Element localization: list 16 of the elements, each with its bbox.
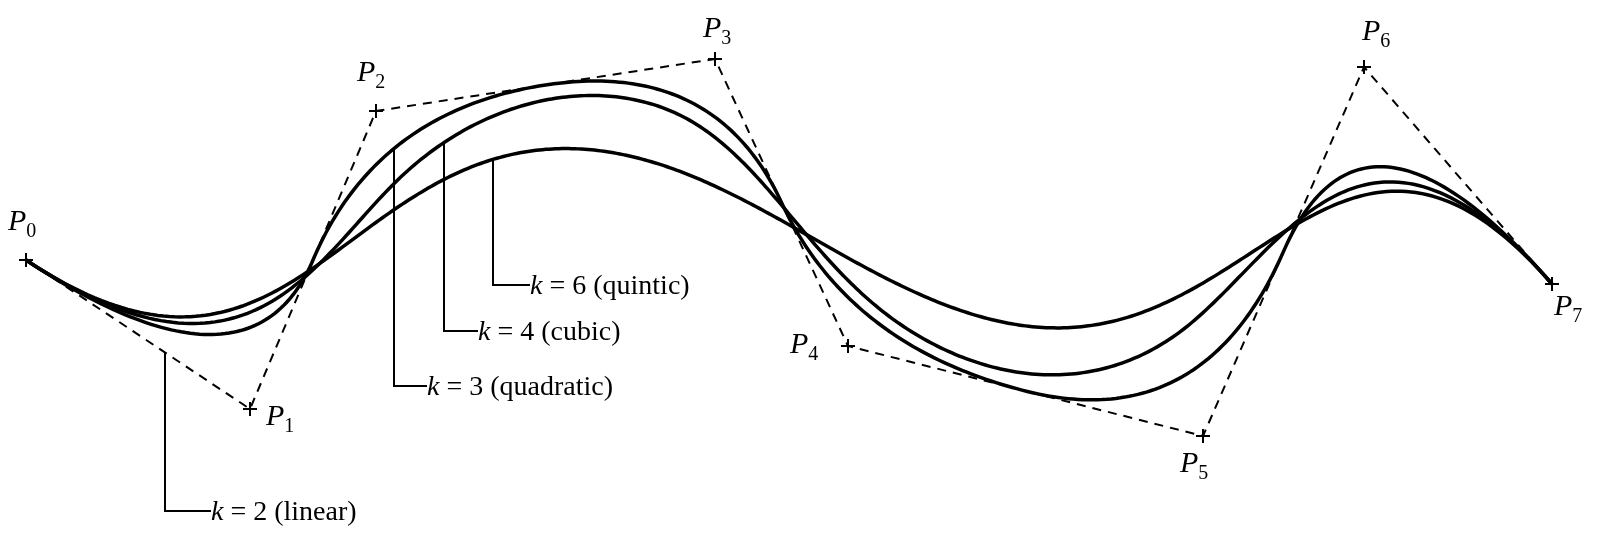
control-point-label: P$_{6}$ xyxy=(1362,15,1391,50)
leader-line xyxy=(443,141,479,332)
control-point-label: P$_{5}$ xyxy=(1180,447,1209,482)
curve-label: k = 6 (quintic) xyxy=(530,271,690,299)
leader-line xyxy=(393,147,428,387)
curve-label: k = 3 (quadratic) xyxy=(427,372,614,400)
control-point-label: P$_{0}$ xyxy=(8,205,37,240)
leader-line xyxy=(492,158,531,286)
curve-label: k = 2 (linear) xyxy=(211,497,357,525)
control-point-label: P$_{1}$ xyxy=(266,400,295,435)
leader-line xyxy=(164,351,212,512)
control-point-label: P$_{7}$ xyxy=(1554,290,1583,325)
curve-label: k = 4 (cubic) xyxy=(478,317,621,345)
control-point-label: P$_{3}$ xyxy=(703,12,732,47)
control-point-label: P$_{2}$ xyxy=(357,56,386,91)
control-point-label: P$_{4}$ xyxy=(790,328,819,363)
